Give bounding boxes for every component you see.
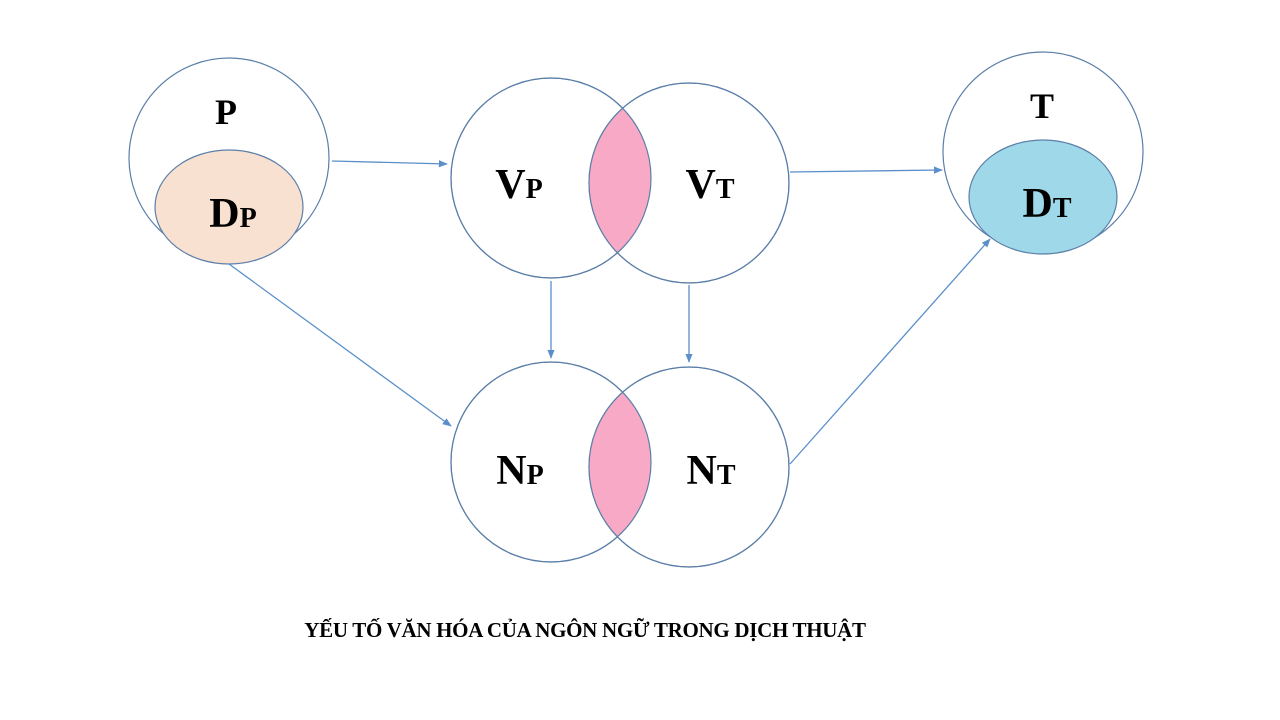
n-venn: NP NT	[450, 361, 790, 568]
arrow-dp-to-np	[228, 263, 452, 427]
dp-label: DP	[209, 191, 256, 237]
nt-label: NT	[686, 448, 735, 494]
arrow-p-to-vp	[331, 160, 448, 168]
p-node: P DP	[128, 57, 330, 265]
vp-label: VP	[495, 162, 542, 208]
t-node: T DT	[942, 51, 1144, 255]
arrow-vt-to-t	[789, 166, 943, 174]
diagram-caption: YẾU TỐ VĂN HÓA CỦA NGÔN NGỮ TRONG DỊCH T…	[304, 618, 866, 642]
dt-ellipse	[968, 139, 1118, 255]
dt-label: DT	[1022, 181, 1071, 227]
arrow-nt-to-dt	[789, 238, 991, 465]
v-venn: VP VT	[450, 77, 790, 284]
vt-label: VT	[685, 162, 734, 208]
np-label: NP	[496, 448, 543, 494]
p-label: P	[215, 92, 237, 132]
t-label: T	[1030, 86, 1054, 126]
arrows	[228, 160, 991, 465]
